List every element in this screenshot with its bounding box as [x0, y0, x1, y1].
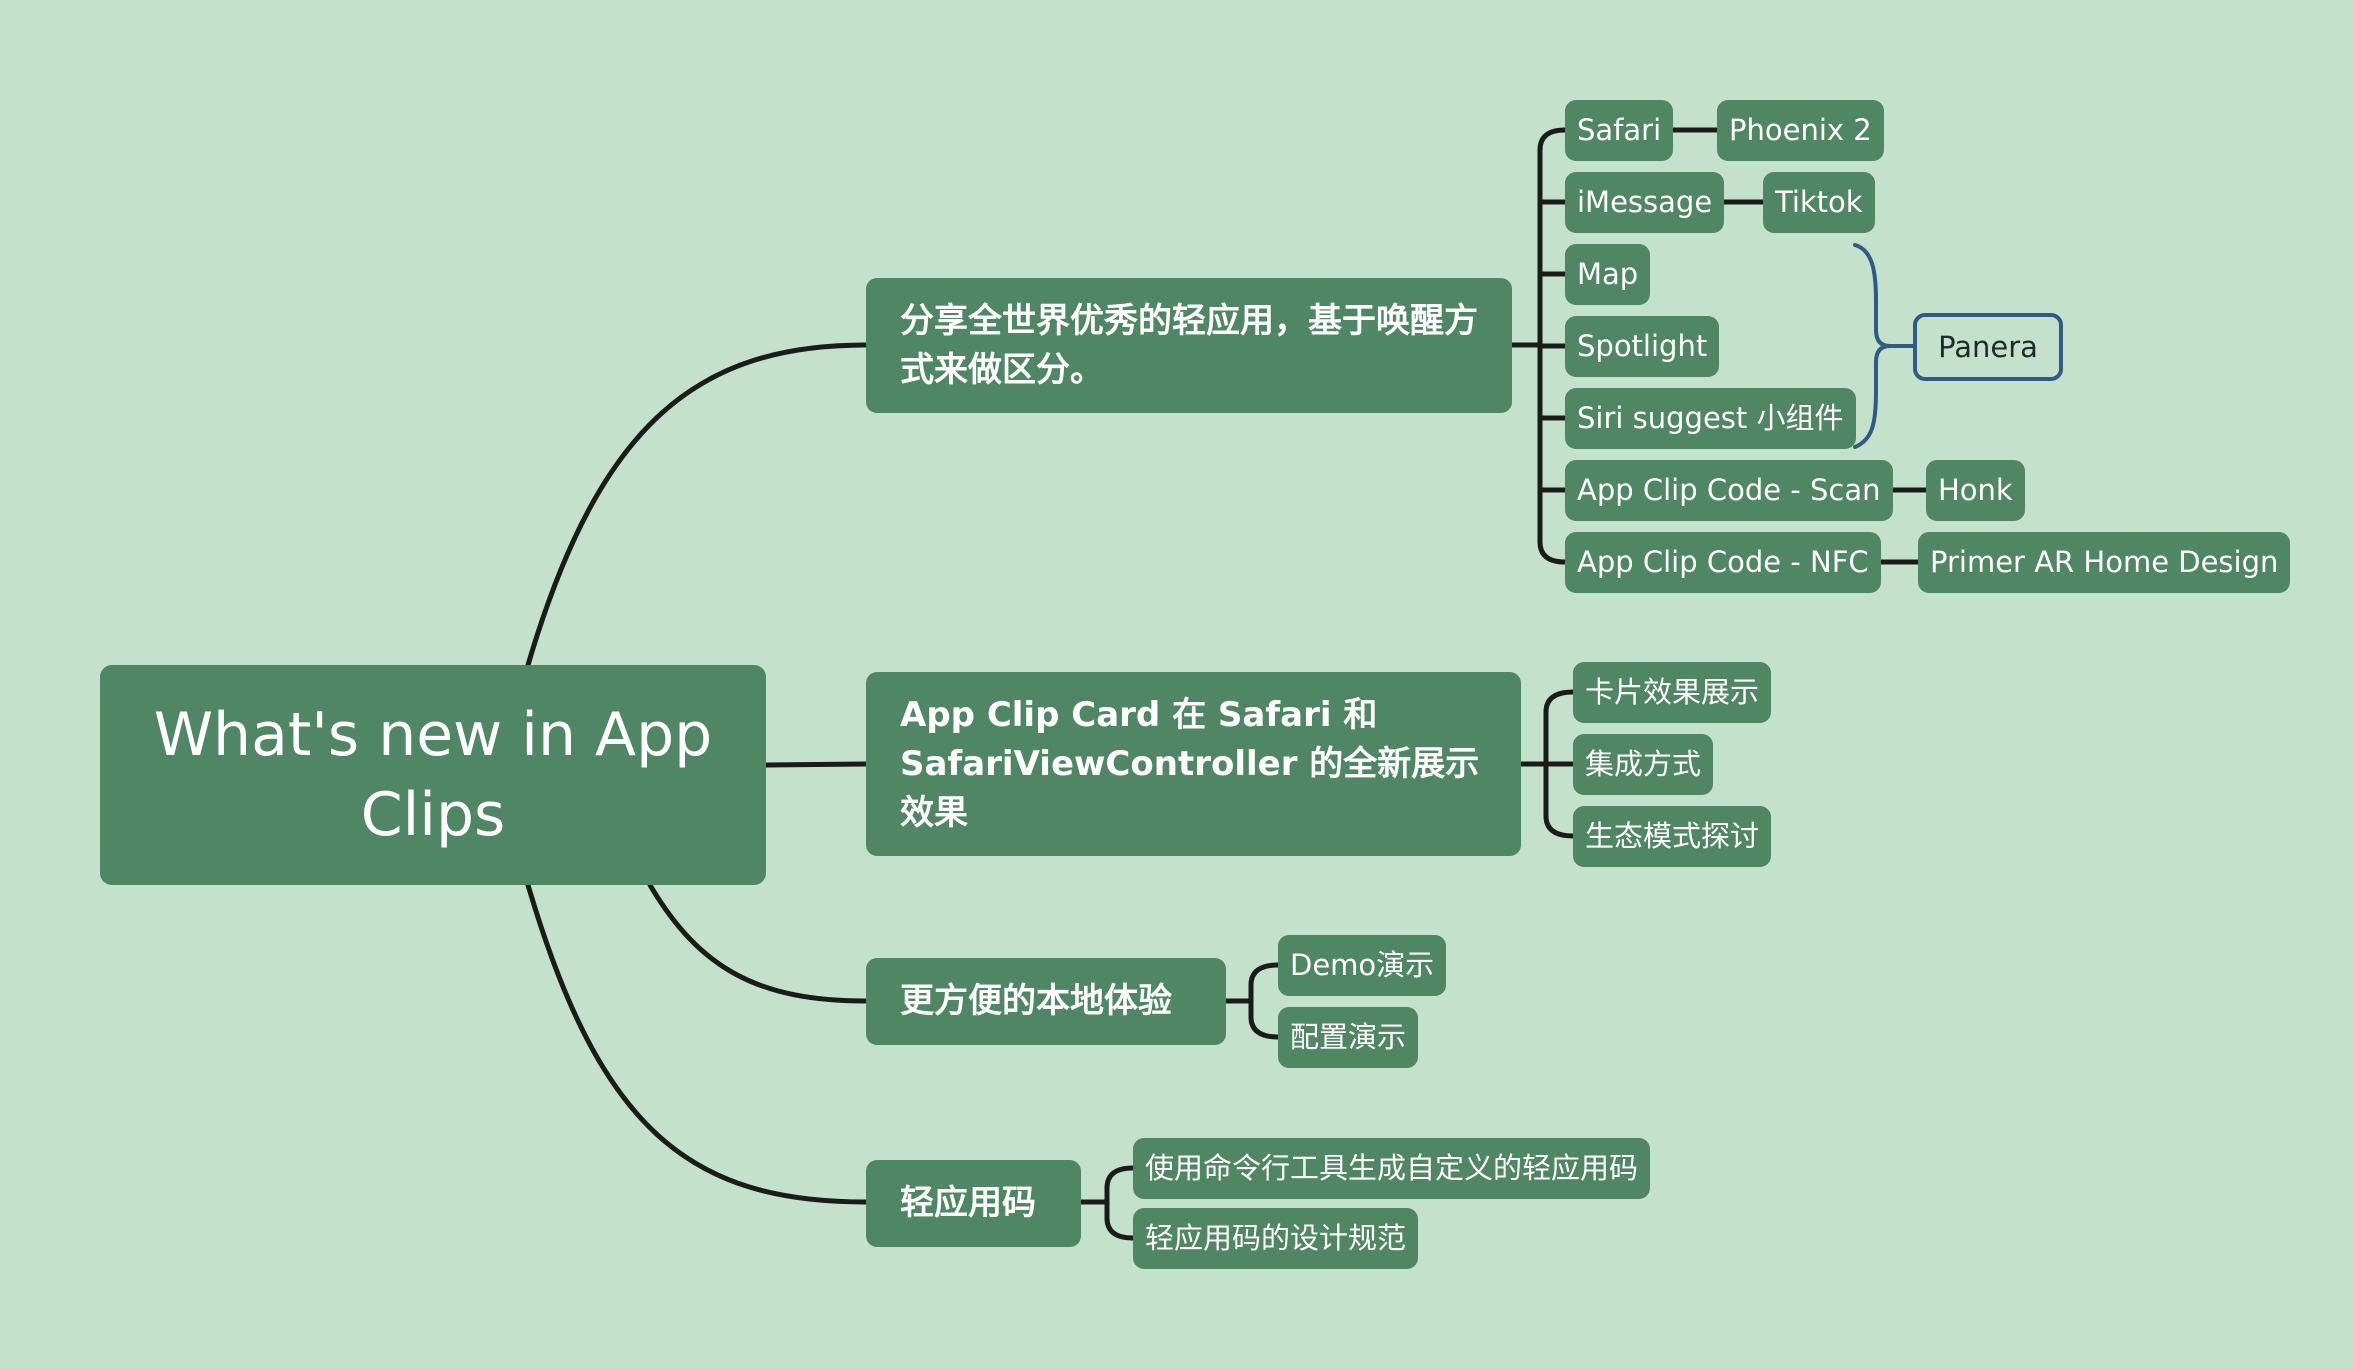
subtopic-app-clip-code-scan[interactable]: App Clip Code - Scan — [1565, 460, 1893, 521]
subtopic-demo[interactable]: Demo演示 — [1278, 935, 1447, 996]
subtopic-map[interactable]: Map — [1565, 244, 1651, 305]
connector-root-branch-3 — [647, 882, 869, 1004]
summary-panera[interactable]: Panera — [1913, 313, 2063, 381]
topic-local-experience[interactable]: 更方便的本地体验 — [866, 958, 1226, 1045]
subtopic-safari[interactable]: Safari — [1565, 100, 1674, 161]
root-topic[interactable]: What's new in App Clips — [100, 665, 766, 885]
subtopic-integration[interactable]: 集成方式 — [1573, 734, 1714, 795]
subtopic-siri-suggest[interactable]: Siri suggest 小组件 — [1565, 388, 1856, 449]
topic-share-worldwide-clips[interactable]: 分享全世界优秀的轻应用，基于唤醒方式来做区分。 — [866, 278, 1512, 413]
subtopic-code-design-spec[interactable]: 轻应用码的设计规范 — [1133, 1208, 1419, 1269]
subtopic-cli-generate-code[interactable]: 使用命令行工具生成自定义的轻应用码 — [1133, 1138, 1651, 1199]
subtopic-primer-ar-home-design[interactable]: Primer AR Home Design — [1918, 532, 2291, 593]
connector-root-branch-1 — [525, 342, 869, 668]
summary-brace — [1853, 243, 1891, 449]
connector-root-branch-2 — [763, 761, 869, 768]
subtopic-honk[interactable]: Honk — [1926, 460, 2025, 521]
connector-branch-4-trunk — [1104, 1165, 1136, 1241]
subtopic-config-demo[interactable]: 配置演示 — [1278, 1007, 1419, 1068]
connector-root-branch-4 — [525, 882, 869, 1205]
subtopic-spotlight[interactable]: Spotlight — [1565, 316, 1720, 377]
subtopic-app-clip-code-nfc[interactable]: App Clip Code - NFC — [1565, 532, 1881, 593]
subtopic-card-effect-demo[interactable]: 卡片效果展示 — [1573, 662, 1772, 723]
subtopic-phoenix-2[interactable]: Phoenix 2 — [1717, 100, 1884, 161]
subtopic-imessage[interactable]: iMessage — [1565, 172, 1725, 233]
subtopic-tiktok[interactable]: Tiktok — [1763, 172, 1875, 233]
topic-app-clip-code[interactable]: 轻应用码 — [866, 1160, 1081, 1247]
topic-app-clip-card[interactable]: App Clip Card 在 Safari 和 SafariViewContr… — [866, 672, 1521, 856]
connector-branch-3-trunk — [1248, 962, 1281, 1040]
subtopic-ecosystem[interactable]: 生态模式探讨 — [1573, 806, 1772, 867]
